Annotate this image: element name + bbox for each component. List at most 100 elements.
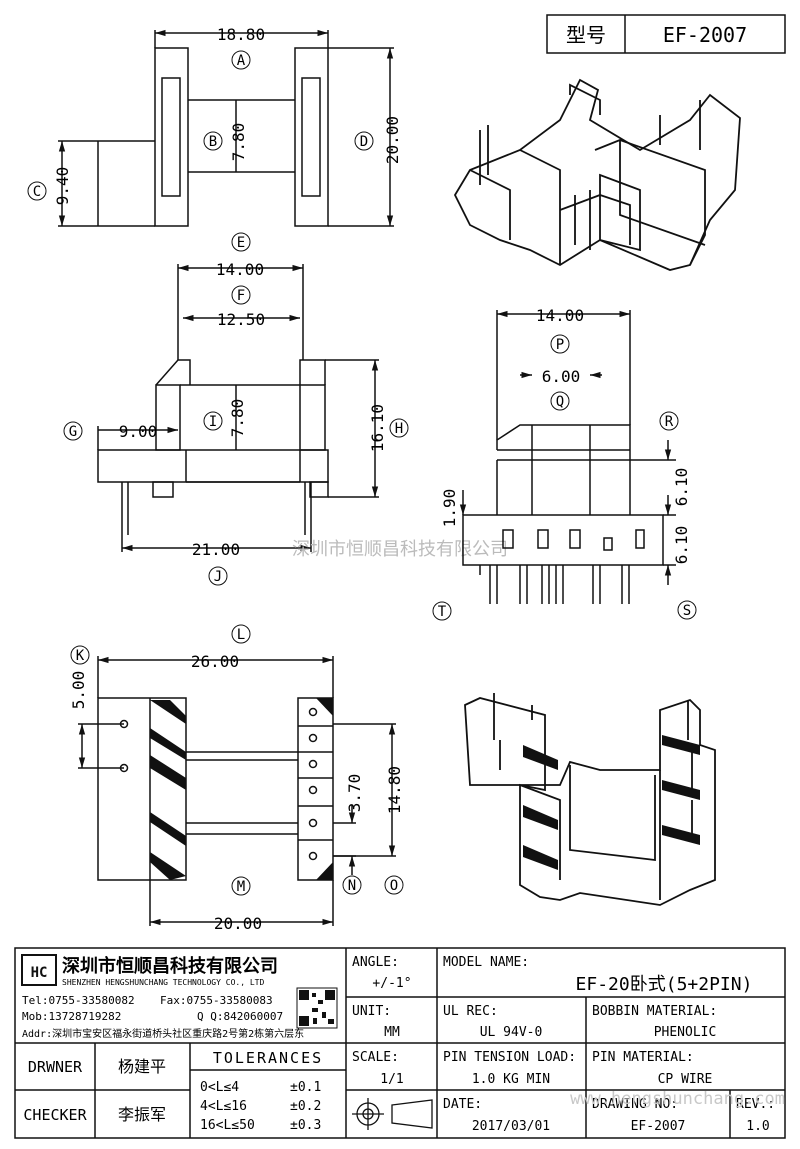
- dim-bottom-width: 26.00: [191, 652, 239, 671]
- dim-pin-span: 21.00: [192, 540, 240, 559]
- callout-c: C: [27, 181, 47, 201]
- scale-label: SCALE:: [352, 1050, 399, 1065]
- title-block-grid: [14, 947, 786, 1139]
- tol-value-3: ±0.3: [290, 1118, 321, 1133]
- dim-side-inner: 6.00: [542, 367, 581, 386]
- tol-value-2: ±0.2: [290, 1099, 321, 1114]
- dim-front-inner-height: 7.80: [228, 399, 247, 438]
- company-tel: Tel:0755-33580082: [22, 994, 135, 1007]
- svg-text:H: H: [395, 421, 403, 437]
- drawer-value: 杨建平: [118, 1057, 166, 1076]
- watermark-url: www.hengshunchang.com: [570, 1089, 785, 1109]
- dim-bottom-height: 14.80: [385, 766, 404, 814]
- watermark-center: 深圳市恒顺昌科技有限公司: [292, 539, 508, 560]
- pin-material-value: CP WIRE: [658, 1072, 713, 1087]
- company-qq: Q Q:842060007: [197, 1010, 283, 1023]
- svg-text:C: C: [33, 184, 41, 200]
- company-mob: Mob:13728719282: [22, 1010, 121, 1023]
- dim-side-gap-a: 1.90: [440, 489, 459, 528]
- side-view: [459, 310, 676, 604]
- dim-bottom-pin-pitch: 5.00: [69, 671, 88, 710]
- dim-pin-offset: 9.00: [119, 422, 158, 441]
- company-logo: HC: [21, 954, 57, 986]
- callout-i: I: [203, 411, 223, 431]
- callouts: A B C D E F G H I J K L M N O P Q R S T: [27, 50, 697, 896]
- svg-text:F: F: [237, 288, 245, 304]
- tolerances-label: TOLERANCES: [213, 1049, 323, 1067]
- front-view: [97, 264, 379, 552]
- pin-material-label: PIN MATERIAL:: [592, 1050, 694, 1065]
- rev-value: 1.0: [746, 1119, 769, 1134]
- svg-text:HC: HC: [31, 965, 48, 981]
- header-model-box: 型号 EF-2007: [546, 14, 786, 54]
- svg-text:I: I: [209, 414, 217, 430]
- model-name-label: MODEL NAME:: [443, 955, 529, 970]
- dim-side-width: 14.00: [536, 306, 584, 325]
- ul-label: UL REC:: [443, 1004, 498, 1019]
- dim-inner-width: 12.50: [217, 310, 265, 329]
- callout-f: F: [231, 285, 251, 305]
- svg-text:Q: Q: [556, 394, 564, 410]
- dim-side-gap-c: 6.10: [672, 526, 691, 565]
- unit-value: MM: [384, 1025, 400, 1040]
- rev-label: REV.:: [736, 1097, 775, 1112]
- tol-range-3: 16<L≤50: [200, 1118, 255, 1133]
- angle-label: ANGLE:: [352, 955, 399, 970]
- header-model-label: 型号: [566, 23, 606, 47]
- svg-text:O: O: [390, 878, 398, 894]
- svg-text:J: J: [214, 569, 222, 585]
- callout-n: N: [342, 875, 362, 895]
- date-label: DATE:: [443, 1097, 482, 1112]
- callout-d: D: [354, 131, 374, 151]
- callout-q: Q: [550, 391, 570, 411]
- svg-text:M: M: [237, 879, 245, 895]
- angle-value: +/-1°: [372, 976, 411, 991]
- bobbin-label: BOBBIN MATERIAL:: [592, 1004, 717, 1019]
- callout-l: L: [231, 624, 251, 644]
- tension-label: PIN TENSION LOAD:: [443, 1050, 576, 1065]
- dim-height: 20.00: [383, 116, 402, 164]
- callout-p: P: [550, 334, 570, 354]
- company-addr: Addr:深圳市宝安区福永街道桥头社区重庆路2号第2栋第六层东: [22, 1027, 304, 1040]
- unit-label: UNIT:: [352, 1004, 391, 1019]
- svg-text:K: K: [76, 648, 85, 664]
- ul-value: UL 94V-0: [480, 1025, 543, 1040]
- callout-j: J: [208, 566, 228, 586]
- svg-text:S: S: [683, 603, 691, 619]
- date-value: 2017/03/01: [472, 1119, 550, 1134]
- callout-k: K: [70, 645, 90, 665]
- qr-code: [296, 987, 338, 1029]
- callout-t: T: [432, 601, 452, 621]
- svg-text:A: A: [237, 53, 246, 69]
- bottom-view-fills: [150, 698, 333, 880]
- drawing-no-label: DRAWING NO:: [592, 1097, 678, 1112]
- svg-text:P: P: [556, 337, 564, 353]
- svg-text:R: R: [665, 414, 674, 430]
- svg-text:L: L: [237, 627, 245, 643]
- tol-range-2: 4<L≤16: [200, 1099, 247, 1114]
- top-view: [58, 29, 394, 227]
- dim-inner-gap: 7.80: [229, 123, 248, 162]
- callout-o: O: [384, 875, 404, 895]
- svg-text:E: E: [237, 235, 245, 251]
- svg-text:G: G: [69, 424, 77, 440]
- callout-h: H: [389, 418, 409, 438]
- callout-a: A: [231, 50, 251, 70]
- drawing-no-value: EF-2007: [631, 1119, 686, 1134]
- svg-text:N: N: [348, 878, 356, 894]
- dim-bottom-pin-row: 3.70: [345, 774, 364, 813]
- tension-value: 1.0 KG MIN: [472, 1072, 550, 1087]
- projection-symbol-icon: [352, 1098, 433, 1130]
- svg-text:D: D: [360, 134, 368, 150]
- svg-text:B: B: [209, 134, 217, 150]
- callout-e: E: [231, 232, 251, 252]
- bobbin-value: PHENOLIC: [654, 1025, 717, 1040]
- tol-range-1: 0<L≤4: [200, 1080, 239, 1095]
- drawer-label: DRWNER: [28, 1058, 83, 1076]
- company-fax: Fax:0755-33580083: [160, 994, 273, 1007]
- bottom-view-dims: [78, 656, 396, 926]
- dim-front-width: 14.00: [216, 260, 264, 279]
- tol-value-1: ±0.1: [290, 1080, 321, 1095]
- dim-side-gap-b: 6.10: [672, 468, 691, 507]
- company-name-en: SHENZHEN HENGSHUNCHANG TECHNOLOGY CO., L…: [62, 978, 264, 987]
